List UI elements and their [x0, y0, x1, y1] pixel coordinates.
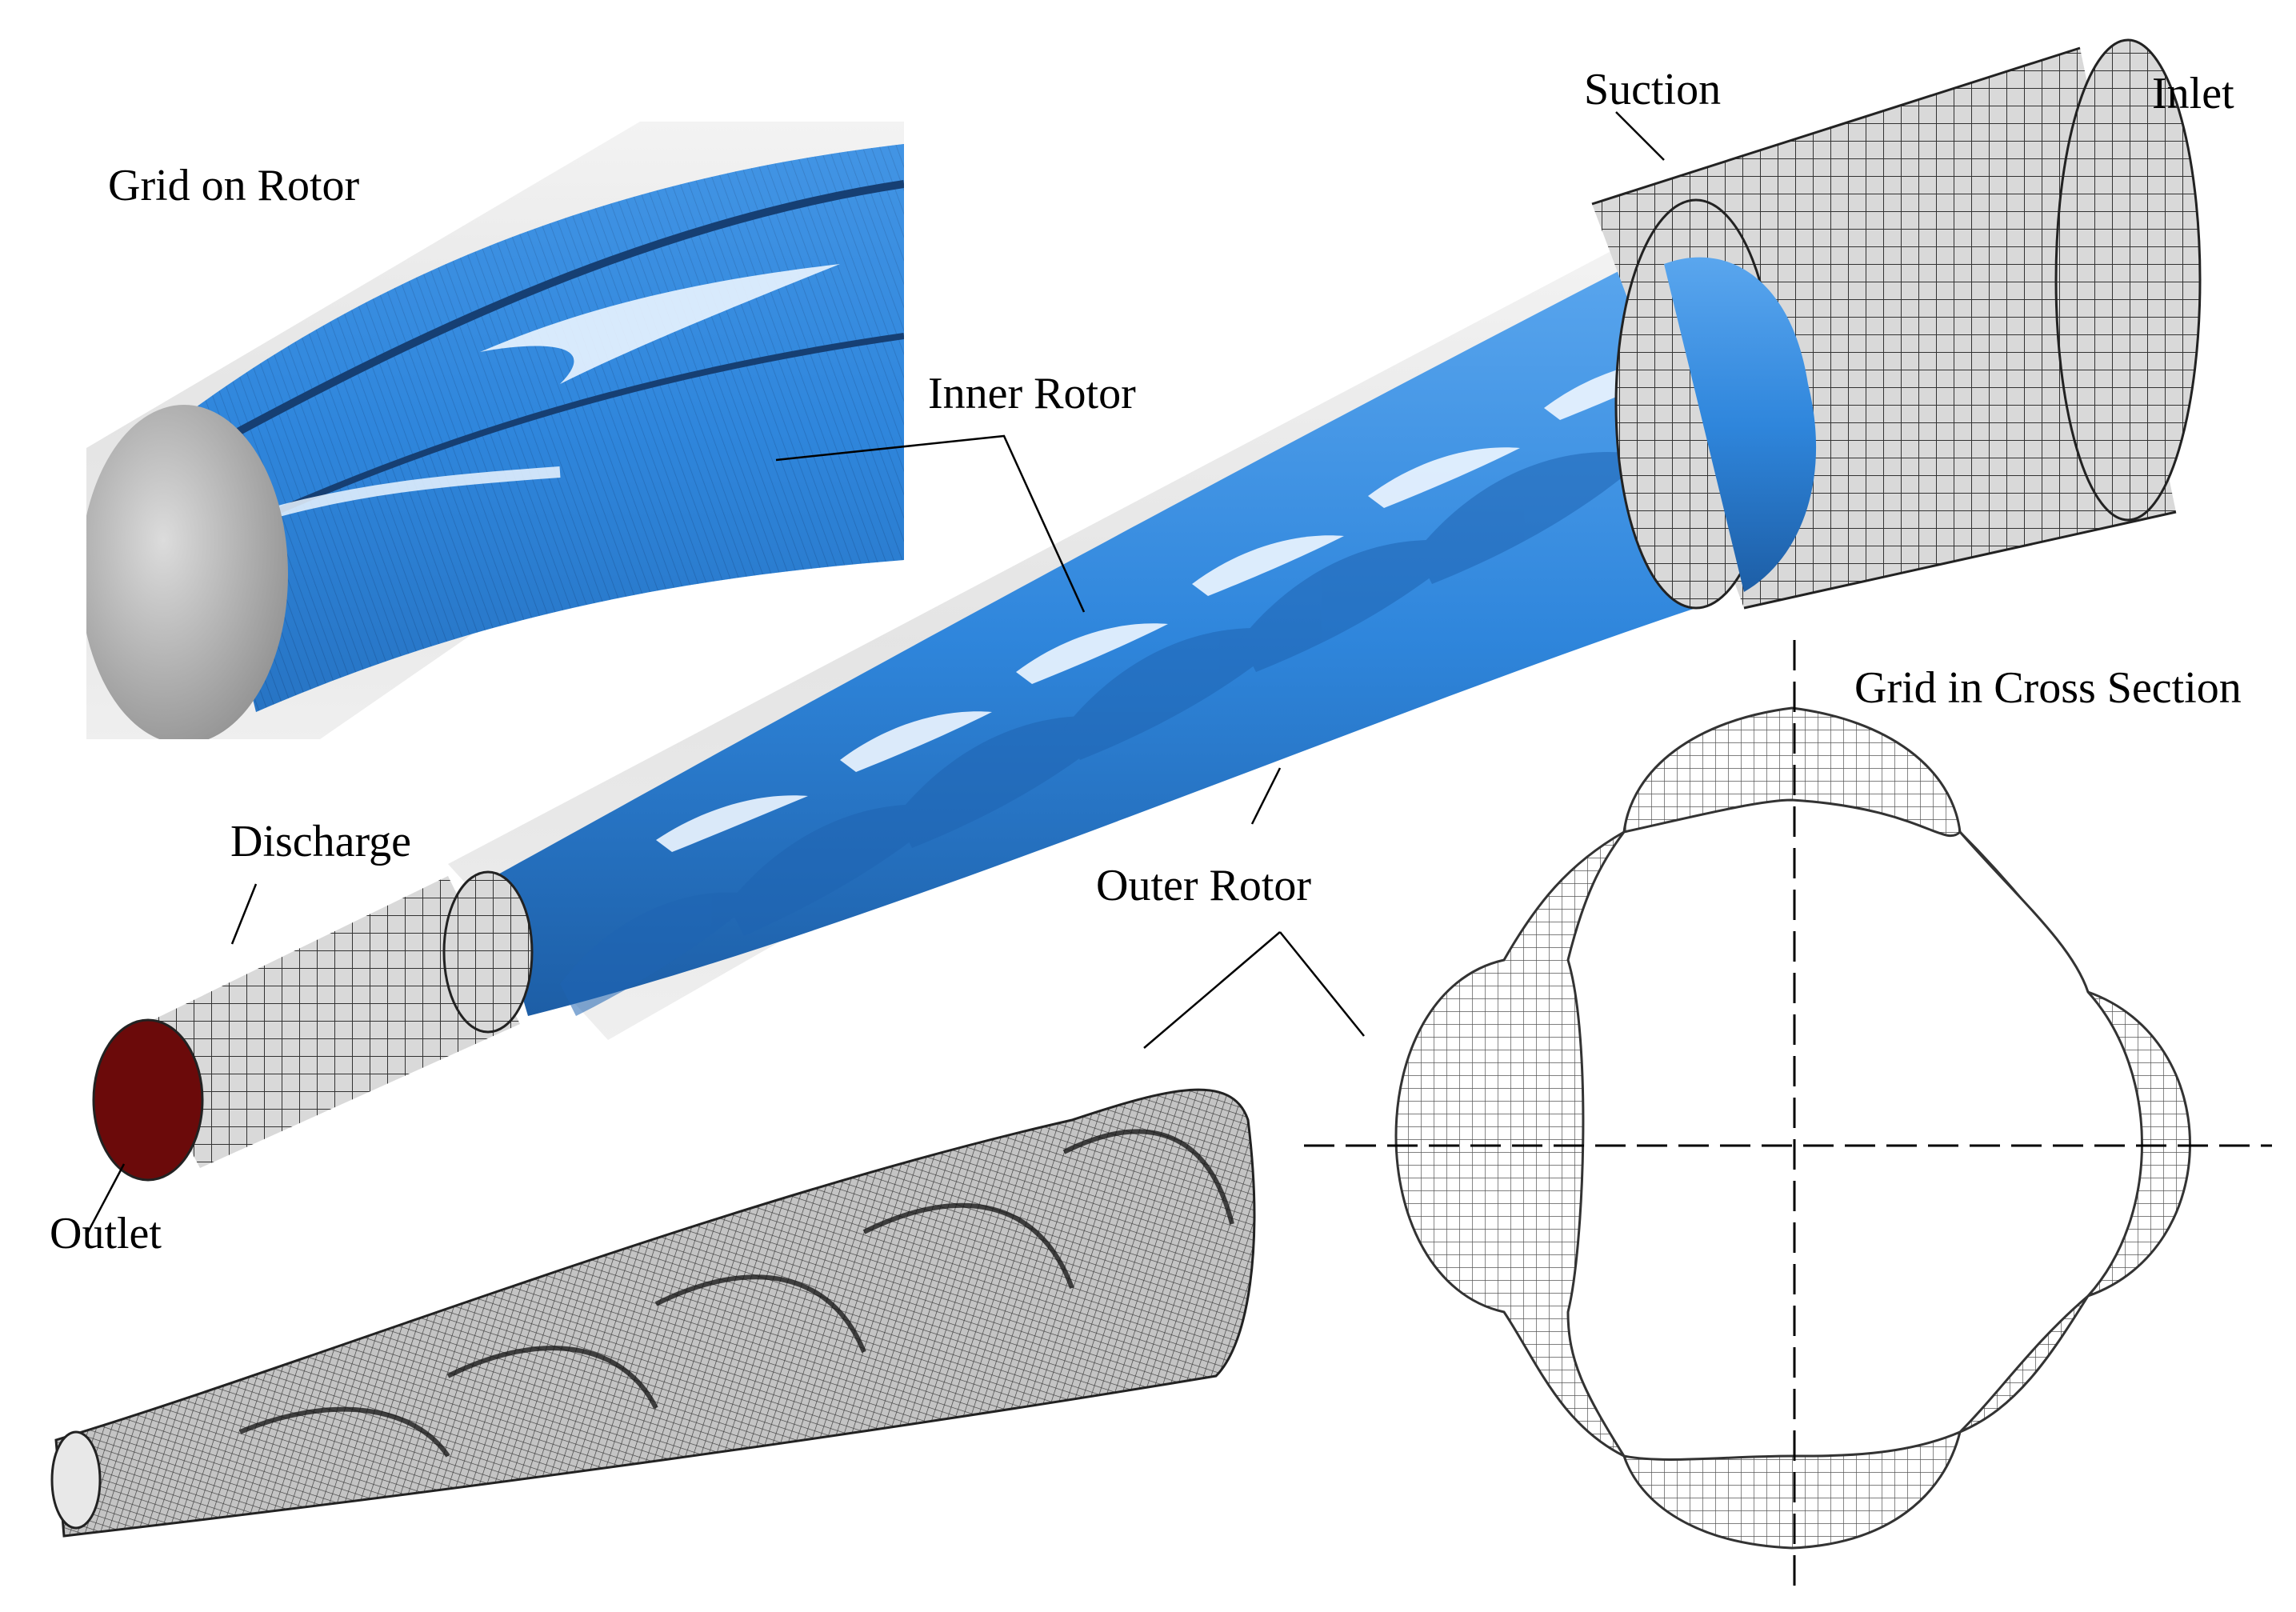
label-grid-on-rotor: Grid on Rotor [108, 161, 360, 210]
label-inner-rotor: Inner Rotor [928, 369, 1136, 418]
label-discharge: Discharge [230, 817, 411, 866]
label-outlet: Outlet [50, 1209, 162, 1258]
suction-cylinder [1591, 38, 2202, 610]
discharge-cylinder [92, 870, 534, 1182]
rotor-lobes [560, 452, 1648, 1016]
cross-section-grid [1304, 640, 2272, 1592]
label-outer-rotor: Outer Rotor [1096, 861, 1311, 910]
leader-lines [86, 111, 1665, 1233]
labels: Grid on Rotor Inner Rotor Suction Inlet … [50, 65, 2242, 1258]
outlet-face [92, 1018, 204, 1182]
label-suction: Suction [1584, 65, 1721, 114]
label-inlet: Inlet [2152, 69, 2234, 118]
outer-rotor-mesh [50, 1088, 1256, 1538]
label-grid-in-cross-section: Grid in Cross Section [1854, 663, 2242, 713]
pump-assembly [92, 38, 2202, 1182]
grid-on-rotor-inset [86, 122, 904, 739]
